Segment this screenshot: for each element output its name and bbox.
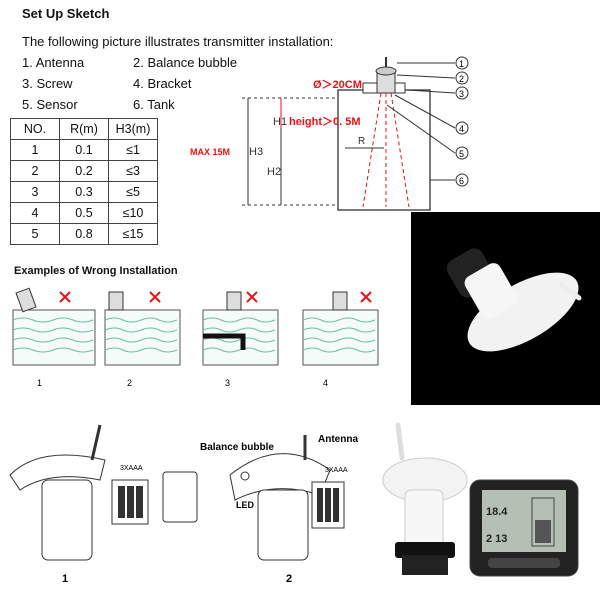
uneven-sensor [332,291,348,311]
callout-6-text: 6 [459,176,464,186]
figure-1: 3XAAA 1 [9,424,198,585]
table-row: 5 0.8 ≤15 [10,223,158,245]
beam-right [390,92,410,208]
wrong-label-3: 3 [225,378,230,388]
table-header-h3: H3(m) [108,118,158,140]
table-cell: ≤5 [108,181,158,203]
figure-1-label: 1 [62,573,68,585]
legend-antenna: 1. Antenna [22,55,85,70]
table-row: 3 0.3 ≤5 [10,181,158,203]
installation-diagram: R MAX 15M H3 H2 H1 height＞0. 5M Ø＞20CM 1… [190,56,469,211]
legend-tank: 6. Tank [133,97,175,112]
antenna-label: Antenna [318,434,358,445]
table-cell: 0.8 [59,223,109,245]
h3-label: H3 [249,146,263,158]
callout-2 [455,71,469,85]
leader-4 [394,94,456,129]
wrong-example-4: 4 [302,291,379,388]
table-cell: 0.3 [59,181,109,203]
balance-bubble-label: Balance bubble [200,442,274,453]
h1-label: H1 [273,116,287,128]
table-header-row: NO. R(m) H3(m) [10,118,158,140]
transmitter-unit [382,422,468,575]
table-header-no: NO. [10,118,60,140]
battery-cover-1 [162,471,198,523]
figure-2: Balance bubble Antenna LED 3XAAA 2 [200,434,358,585]
lcd-reading-1: 18.4 [486,506,508,518]
table-cell: 0.2 [59,160,109,182]
leader-2 [396,74,456,79]
wrong-install-examples: 1 2 3 4 [12,287,379,388]
callout-5 [455,146,469,160]
wrong-example-3: 3 [202,291,279,388]
page-title: Set Up Sketch [22,6,110,21]
table-cell: 2 [10,160,60,182]
table-cell: 3 [10,181,60,203]
obstacle [203,333,246,350]
balance-bubble-icon [240,471,250,481]
leader-5 [386,104,456,154]
legend-balance-bubble: 2. Balance bubble [133,55,238,70]
max-label: MAX 15M [190,147,230,157]
beam-left [362,92,382,208]
sensor-body [376,72,396,94]
table-cell: 5 [10,223,60,245]
table-row: 2 0.2 ≤3 [10,160,158,182]
r-label: R [358,136,365,147]
callout-2-text: 2 [459,74,464,84]
wrong-label-4: 4 [323,378,328,388]
table-cell: 0.1 [59,139,109,161]
h2-label: H2 [267,166,281,178]
legend-bracket: 4. Bracket [133,76,192,91]
wrong-example-2: 2 [104,291,181,388]
legend-screw: 3. Screw [22,76,73,91]
callout-4-text: 4 [459,124,464,134]
callout-4 [455,121,469,135]
product-units: 18.4 2 13 [382,422,579,577]
intro-text: The following picture illustrates transm… [22,34,334,49]
wrong-label-2: 2 [127,378,132,388]
sensor-photo-graphic [446,248,582,352]
wrong-example-1: 1 [12,287,96,388]
product-photo [411,212,600,405]
wrong-label-1: 1 [37,378,42,388]
antenna-cap [375,66,397,76]
height-label: height＞0. 5M [289,116,361,128]
led-label: LED [236,500,255,510]
table-cell: 0.5 [59,202,109,224]
table-cell: ≤15 [108,223,158,245]
tilted-sensor [15,287,37,313]
battery-label-2: 3XAAA [325,467,348,474]
table-cell: ≤10 [108,202,158,224]
table-row: 4 0.5 ≤10 [10,202,158,224]
table-cell: 1 [10,139,60,161]
callout-6 [455,173,469,187]
tank-outline [337,89,431,211]
callout-1 [455,56,469,70]
callout-3-text: 3 [459,89,464,99]
battery-figures: 3XAAA 1 Balance bubble Antenna LED 3XAAA… [9,424,358,585]
callout-1-text: 1 [459,59,464,69]
table-row: 1 0.1 ≤1 [10,139,158,161]
callout-3 [455,86,469,100]
table-cell: ≤1 [108,139,158,161]
obstructed-sensor [226,291,242,311]
figure-2-label: 2 [286,573,292,585]
display-unit: 18.4 2 13 [469,479,579,577]
table-cell: 4 [10,202,60,224]
wrong-install-title: Examples of Wrong Installation [14,265,178,277]
leader-3 [406,89,456,94]
battery-label-1: 3XAAA [120,465,143,472]
lcd-reading-2: 2 13 [486,533,507,545]
lcd-screen [482,490,566,552]
radius-height-table: NO. R(m) H3(m) 1 0.1 ≤1 2 0.2 ≤3 3 0.3 ≤… [10,118,158,245]
table-cell: ≤3 [108,160,158,182]
callout-5-text: 5 [459,149,464,159]
diameter-label: Ø＞20CM [313,79,362,91]
table-header-r: R(m) [59,118,109,140]
edge-sensor [108,291,124,311]
legend-sensor: 5. Sensor [22,97,78,112]
